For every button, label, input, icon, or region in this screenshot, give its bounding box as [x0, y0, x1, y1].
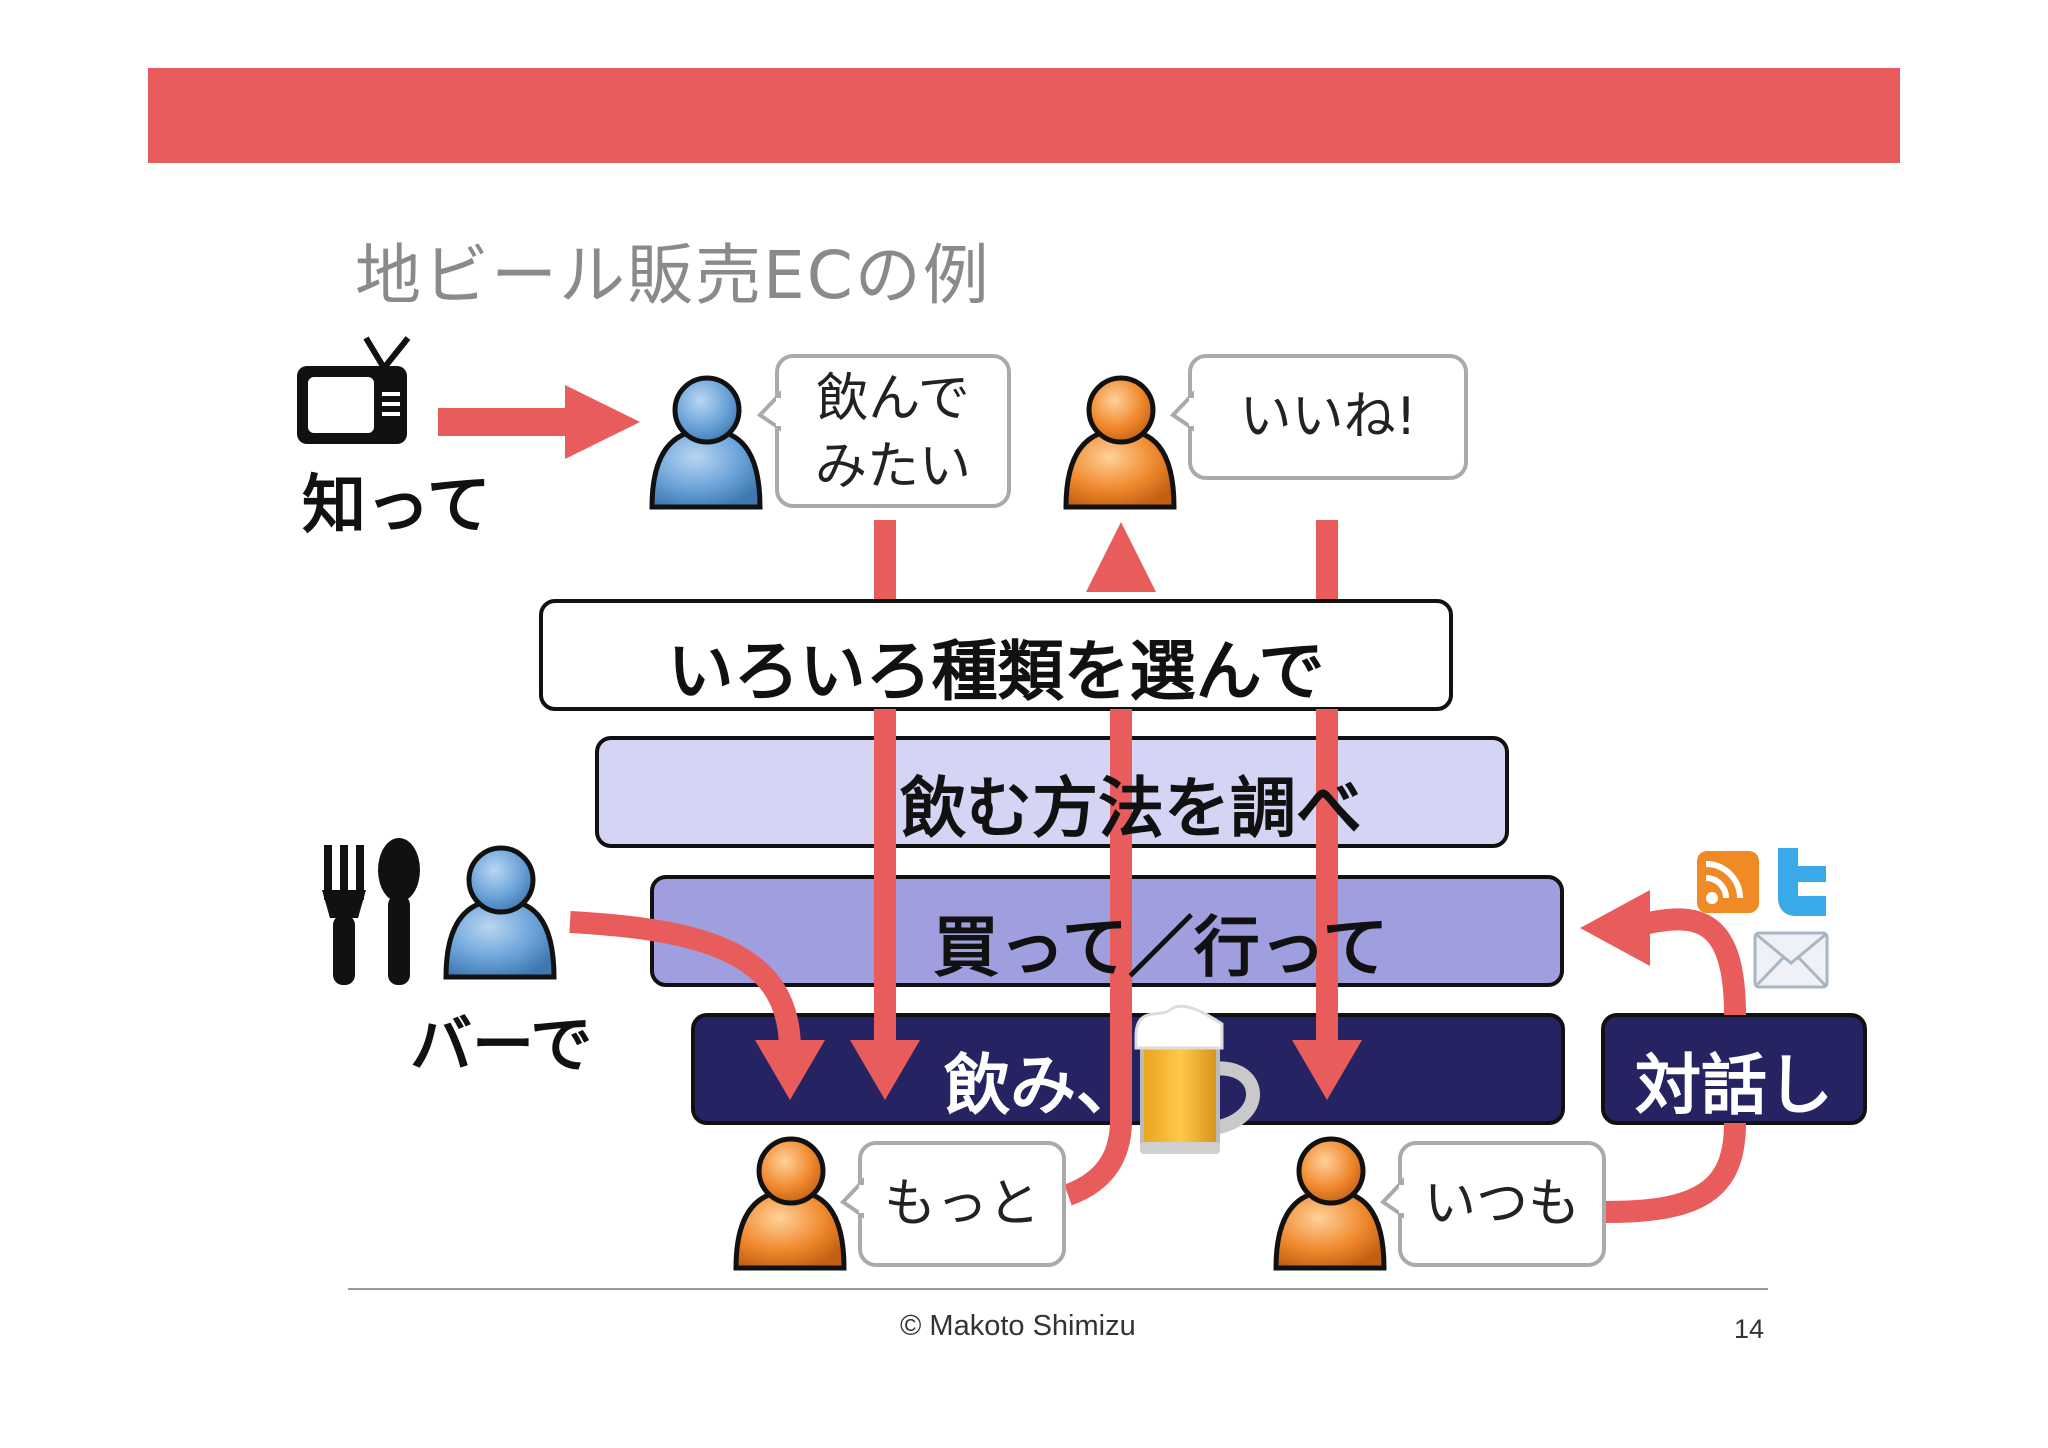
person-icon-bottom-orange-1 — [733, 1136, 847, 1271]
person-icon-bottom-orange-2 — [1273, 1136, 1387, 1271]
tv-icon — [297, 336, 411, 444]
label-know: 知って — [302, 469, 491, 543]
slide-title: 地ビール販売ECの例 — [355, 237, 991, 314]
mail-icon — [1753, 931, 1829, 989]
header-bar — [148, 68, 1900, 163]
fork-icon — [322, 845, 366, 985]
bubble-want-to-drink — [756, 354, 1011, 508]
arrow-bar-curve — [569, 911, 825, 1100]
person-icon-top-blue — [649, 375, 763, 510]
layer-drink-label: 飲み、 — [944, 1047, 1142, 1124]
bubble-want-to-drink-line1: 飲んで — [816, 369, 970, 429]
bubble-nice — [1169, 354, 1468, 480]
bubble-more-text: もっと — [883, 1174, 1040, 1234]
arrow-always-curve — [1580, 890, 1746, 1223]
layer-choose-box — [539, 599, 1453, 711]
dialogue-label: 対話し — [1635, 1047, 1833, 1124]
layer-research-label: 飲む方法を調べ — [900, 770, 1362, 847]
beer-mug-icon — [1134, 1004, 1260, 1154]
arrow-head-down-center — [850, 1040, 920, 1100]
bubble-more — [839, 1141, 1066, 1267]
arrow-tv-to-person — [438, 385, 640, 459]
rss-icon — [1697, 851, 1759, 913]
spoon-icon — [378, 838, 420, 985]
arrow-head-up-center — [1086, 522, 1156, 592]
label-bar: バーで — [410, 1008, 593, 1081]
layer-choose-label: いろいろ種類を選んで — [667, 633, 1325, 710]
person-icon-top-orange — [1063, 375, 1177, 510]
bubble-always — [1379, 1141, 1606, 1267]
layer-buy-label: 買って／行って — [933, 909, 1389, 986]
twitter-icon — [1778, 848, 1826, 916]
arrow-head-down-right — [1292, 1040, 1362, 1100]
footer-divider — [348, 1288, 1768, 1290]
bubble-nice-text: いいね! — [1239, 387, 1417, 447]
page-number: 14 — [1734, 1314, 1765, 1344]
person-icon-bar-blue — [443, 845, 557, 980]
layer-research-box — [595, 736, 1509, 848]
bubble-want-to-drink-line2: みたい — [814, 437, 971, 497]
arrow-more-curve — [1063, 1119, 1132, 1206]
bubble-always-text: いつも — [1423, 1174, 1580, 1234]
footer-copyright: © Makoto Shimizu — [900, 1310, 1136, 1342]
